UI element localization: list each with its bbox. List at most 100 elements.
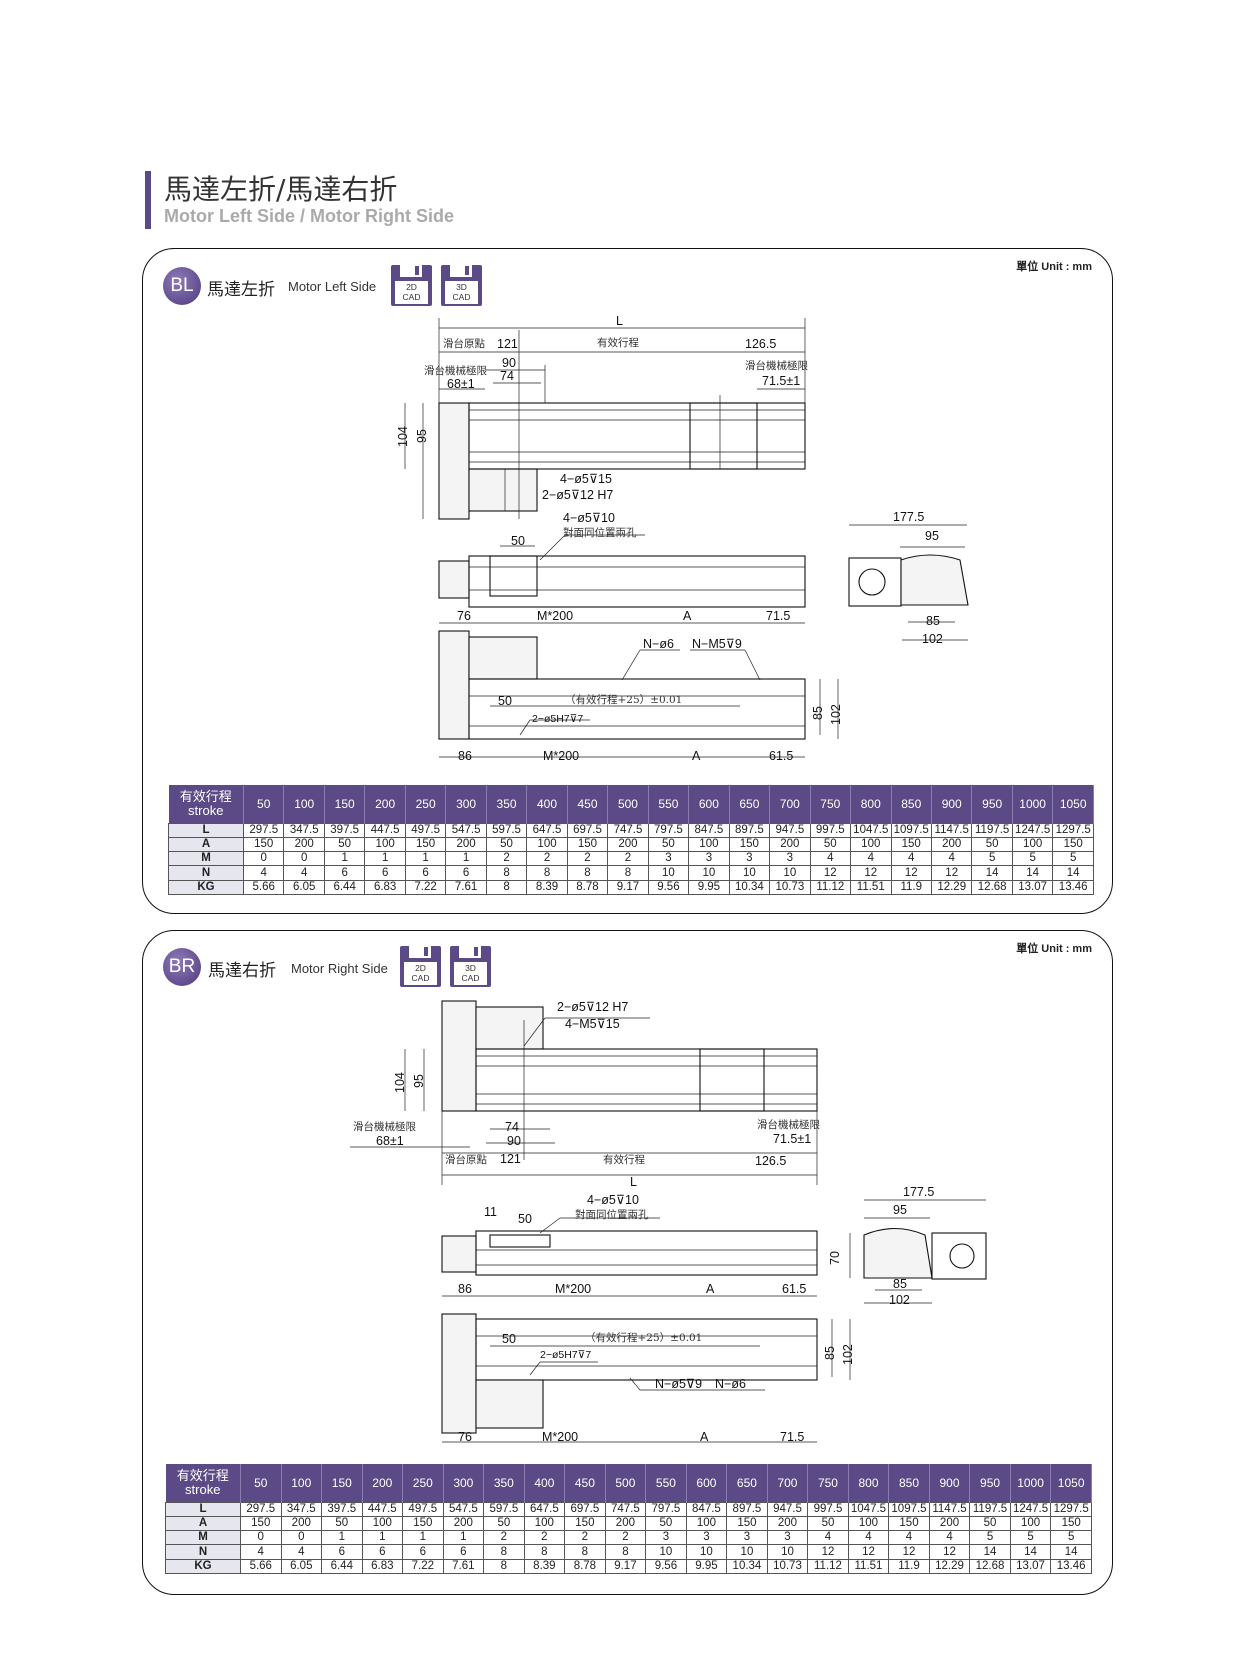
dim-121: 121 [500, 1152, 521, 1166]
table-cell: 4 [807, 1530, 849, 1546]
stroke-header: 950 [971, 785, 1013, 823]
page-subtitle: Motor Left Side / Motor Right Side [164, 206, 454, 226]
dim-74: 74 [500, 369, 514, 383]
table-cell: 200 [445, 836, 487, 853]
stroke-header: 400 [526, 785, 568, 823]
table-cell: 100 [523, 1515, 566, 1532]
dim-61-5: 61.5 [769, 749, 793, 763]
table-cell: 6 [402, 1544, 444, 1560]
stroke-header: 250 [405, 785, 447, 823]
row-label: A [165, 1515, 241, 1532]
table-cell: 6.83 [361, 1558, 404, 1574]
table-cell: 3 [726, 1530, 768, 1546]
stroke-header: 700 [769, 785, 811, 823]
table-cell: 12 [847, 1544, 890, 1560]
stroke-header: 500 [605, 1464, 647, 1502]
end-dim-102: 102 [922, 632, 943, 646]
dim-74: 74 [505, 1120, 519, 1134]
table-cell: 13.07 [1011, 879, 1054, 895]
label-origin: 滑台原點 [445, 1153, 487, 1166]
bl-bottom-view: 76 M*200 A 71.5 N−ø6 N−M5⊽9 50 （有效行程+25）… [438, 609, 843, 763]
label-limit-left: 滑台機械極限 [353, 1120, 416, 1133]
stroke-header: 850 [891, 785, 932, 823]
dim-102: 102 [829, 704, 843, 725]
table-cell: 1197.5 [969, 1501, 1011, 1517]
end-dim-177-5: 177.5 [893, 510, 924, 524]
table-cell: 8.78 [566, 879, 609, 895]
panel-motor-left [142, 248, 1113, 914]
cad-bottom: CAD [402, 292, 421, 302]
table-cell: 11.9 [890, 879, 932, 895]
row-label: A [168, 836, 244, 853]
end-dim-95: 95 [925, 529, 939, 543]
floppy-icon [400, 265, 422, 277]
stroke-header: 100 [283, 785, 325, 823]
floppy-icon [450, 265, 472, 277]
dim-m200-bottom: M*200 [543, 749, 579, 763]
end-dim-177-5: 177.5 [903, 1185, 934, 1199]
stroke-header: 650 [726, 1464, 768, 1502]
label-limit-right: 滑台機械極限 [757, 1118, 820, 1131]
stroke-header: 50 [243, 785, 285, 823]
dim-126-5: 126.5 [755, 1154, 786, 1168]
table-cell: 997.5 [809, 822, 852, 838]
table-cell: 9.95 [685, 1558, 728, 1574]
stroke-header: 400 [524, 1464, 566, 1502]
table-cell: 5.66 [242, 879, 285, 895]
tolerance-label: （有效行程+25）±0.01 [565, 693, 682, 706]
stroke-header: 350 [486, 785, 528, 823]
dim-104: 104 [396, 426, 410, 447]
table-cell: 150 [726, 1515, 768, 1532]
table-cell: 12 [807, 1544, 849, 1560]
stroke-header: 950 [969, 1464, 1011, 1502]
table-cell: 50 [647, 836, 690, 853]
end-dim-95: 95 [893, 1203, 907, 1217]
table-cell: 14 [1050, 1544, 1092, 1560]
table-cell: 1 [402, 1530, 444, 1546]
dim-a-bottom: A [692, 749, 701, 763]
table-cell: 50 [321, 1515, 363, 1532]
table-cell: 150 [1050, 1515, 1092, 1532]
heading-accent-bar [145, 171, 151, 229]
dim-m200-top: M*200 [537, 609, 573, 623]
dim-68: 68±1 [376, 1134, 404, 1148]
row-label: M [165, 1530, 241, 1546]
stroke-header: 200 [362, 1464, 404, 1502]
stroke-header: 300 [443, 1464, 485, 1502]
table-cell: 6.05 [283, 879, 325, 895]
end-dim-85: 85 [926, 614, 940, 628]
tolerance-label: （有效行程+25）±0.01 [585, 1331, 702, 1344]
dim-61-5: 61.5 [782, 1282, 806, 1296]
table-cell: 9.17 [607, 879, 649, 895]
dim-76: 76 [458, 1430, 472, 1444]
table-cell: 50 [483, 1515, 525, 1532]
table-cell: 8 [564, 1544, 606, 1560]
table-cell: 747.5 [604, 1501, 647, 1517]
table-cell: 647.5 [523, 1501, 566, 1517]
stroke-header: 600 [686, 1464, 728, 1502]
floppy-icon [409, 946, 431, 958]
table-cell: 11.51 [847, 1558, 890, 1574]
hole-n-phi6: N−ø6 [715, 1377, 746, 1391]
stroke-header: 1050 [1052, 785, 1094, 823]
row-label: L [168, 822, 244, 838]
table-cell: 150 [564, 1515, 606, 1532]
table-cell: 6 [361, 1544, 404, 1560]
unit-label: 單位 Unit : mm [1016, 261, 1092, 273]
end-dim-102: 102 [889, 1293, 910, 1307]
dim-90: 90 [502, 356, 516, 370]
dim-side-50: 50 [518, 1212, 532, 1226]
badge-bl: BL [163, 267, 201, 305]
table-cell: 397.5 [321, 1501, 363, 1517]
table-cell: 10.73 [766, 1558, 809, 1574]
